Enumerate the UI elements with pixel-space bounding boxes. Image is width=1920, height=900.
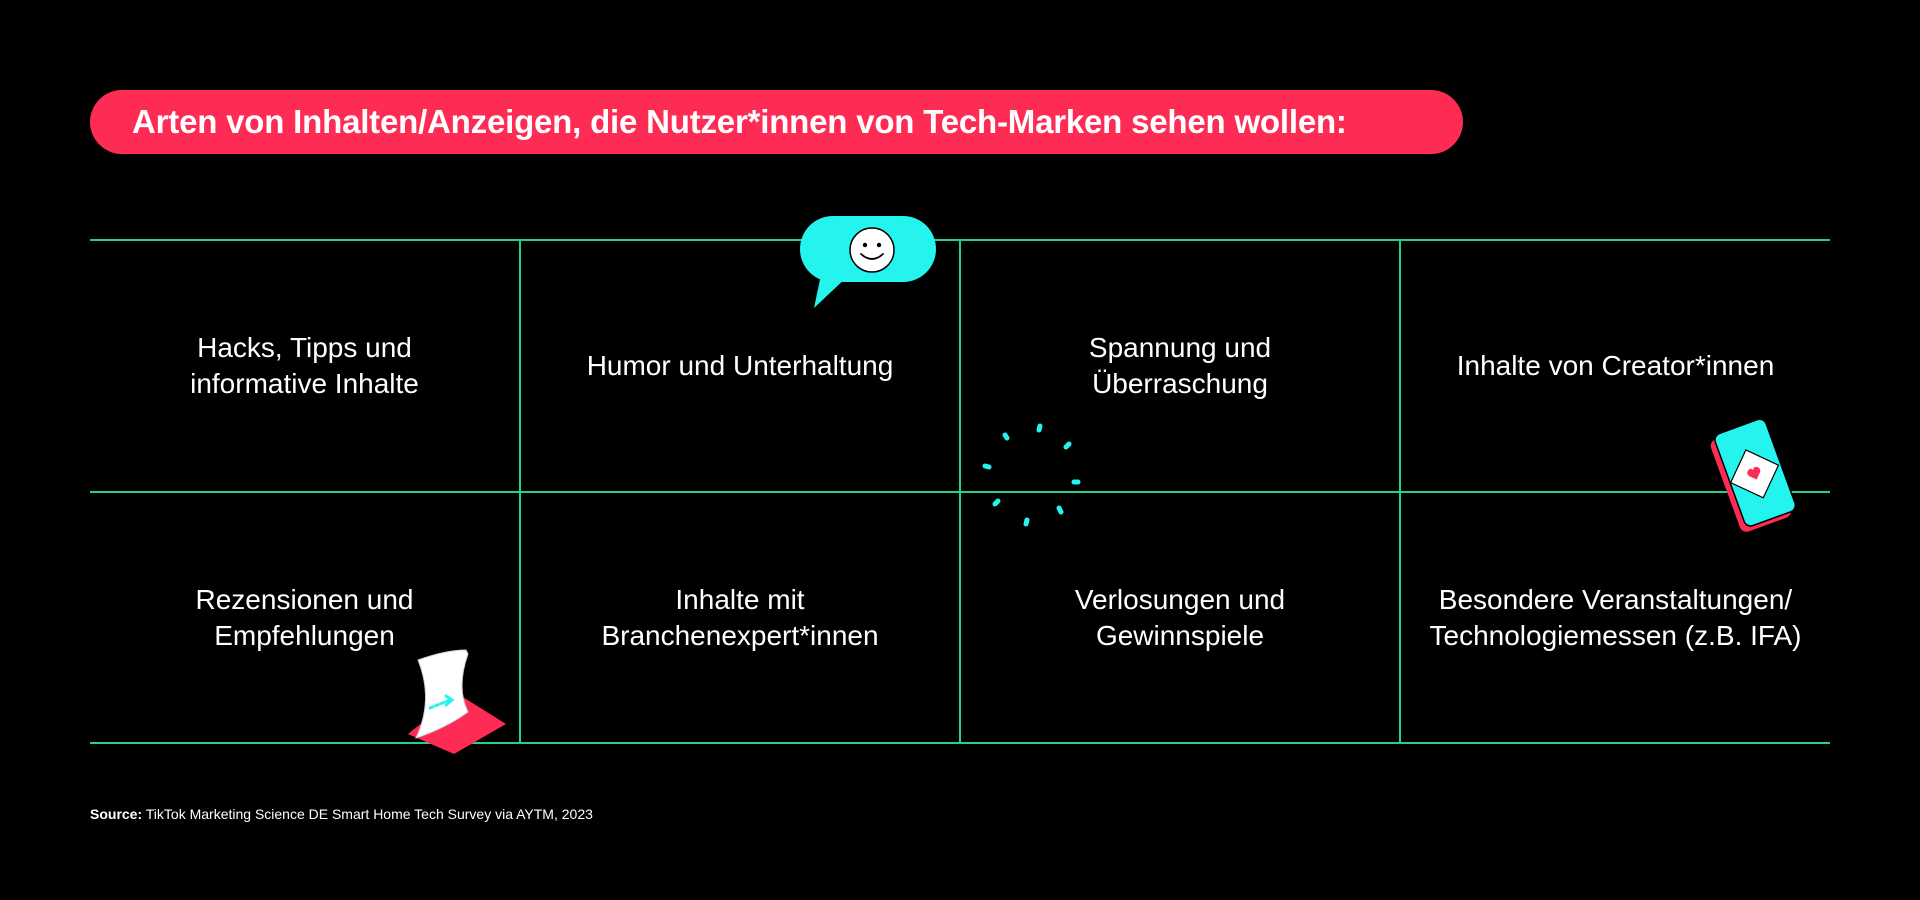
grid-cell: Inhalte von Creator*innen [1401, 241, 1830, 491]
grid-divider-1 [519, 240, 521, 743]
smiley-speech-bubble-icon [800, 216, 936, 308]
cell-label-verlosungen: Verlosungen und Gewinnspiele [1074, 583, 1286, 651]
grid-cell: Spannung und Überraschung [961, 241, 1399, 491]
paper-note-icon [408, 649, 506, 754]
grid-cell: Hacks, Tipps und informative Inhalte [90, 241, 519, 491]
grid-divider-2 [959, 240, 961, 743]
grid-cell: Rezensionen und Empfehlungen [90, 493, 519, 742]
source-label: Source: [90, 806, 143, 822]
cell-label-creator: Inhalte von Creator*innen [1456, 350, 1775, 381]
cell-label-hacks-tipps: Hacks, Tipps und informative Inhalte [190, 332, 419, 399]
source-footnote: Source: TikTok Marketing Science DE Smar… [90, 806, 593, 822]
grid-divider-3 [1399, 240, 1401, 743]
cell-label-rezensionen: Rezensionen und Empfehlungen [195, 583, 414, 651]
grid-cell: Humor und Unterhaltung [521, 241, 959, 491]
source-text: TikTok Marketing Science DE Smart Home T… [142, 806, 593, 822]
page-title: Arten von Inhalten/Anzeigen, die Nutzer*… [132, 103, 1347, 140]
grid-cell: Inhalte mit Branchenexpert*innen [521, 493, 959, 742]
title-banner: Arten von Inhalten/Anzeigen, die Nutzer*… [90, 90, 1463, 154]
sparkle-burst-icon [982, 423, 1081, 527]
phone-with-heart-icon [1710, 418, 1797, 532]
cell-label-spannung: Spannung und Überraschung [1088, 332, 1272, 399]
cell-label-humor: Humor und Unterhaltung [586, 350, 894, 381]
grid-cell: Verlosungen und Gewinnspiele [961, 493, 1399, 742]
cell-label-branchenexperten: Inhalte mit Branchenexpert*innen [601, 583, 879, 651]
cell-label-veranstaltungen: Besondere Veranstaltungen/ Technologieme… [1429, 583, 1802, 651]
grid-line-bottom [90, 742, 1830, 744]
grid-cell: Besondere Veranstaltungen/ Technologieme… [1401, 493, 1830, 742]
